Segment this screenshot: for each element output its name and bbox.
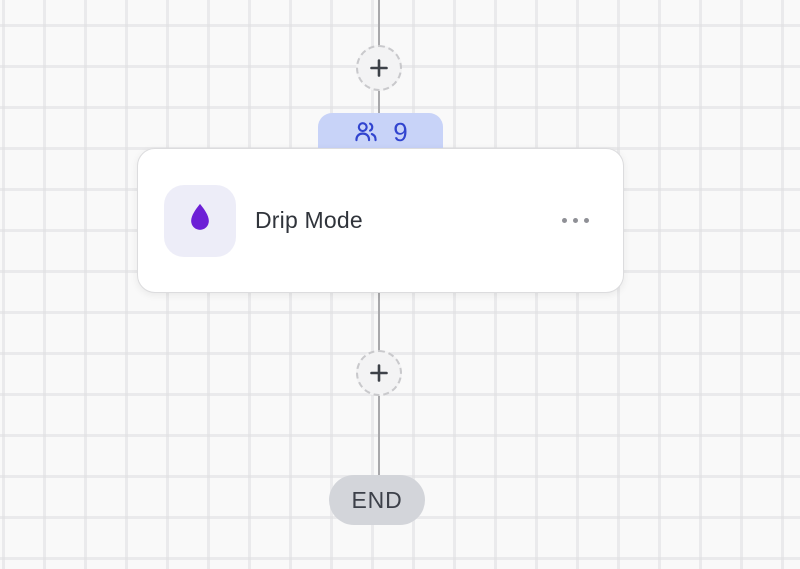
users-icon — [353, 119, 379, 145]
connector-line — [378, 90, 380, 114]
connector-line — [378, 0, 380, 46]
add-step-button-top[interactable] — [356, 45, 402, 91]
connector-line — [378, 395, 380, 475]
ellipsis-icon — [561, 218, 589, 223]
step-icon-container — [164, 184, 236, 257]
connector-line — [378, 293, 380, 351]
plus-icon — [367, 361, 391, 385]
plus-icon — [367, 56, 391, 80]
more-options-button[interactable] — [553, 205, 597, 237]
step-card-drip-mode[interactable]: Drip Mode — [137, 148, 624, 293]
step-title: Drip Mode — [255, 207, 363, 233]
end-node: END — [329, 475, 425, 525]
audience-count: 9 — [393, 117, 408, 147]
end-node-label: END — [351, 486, 403, 513]
add-step-button-bottom[interactable] — [356, 350, 402, 396]
droplet-icon — [182, 200, 218, 241]
